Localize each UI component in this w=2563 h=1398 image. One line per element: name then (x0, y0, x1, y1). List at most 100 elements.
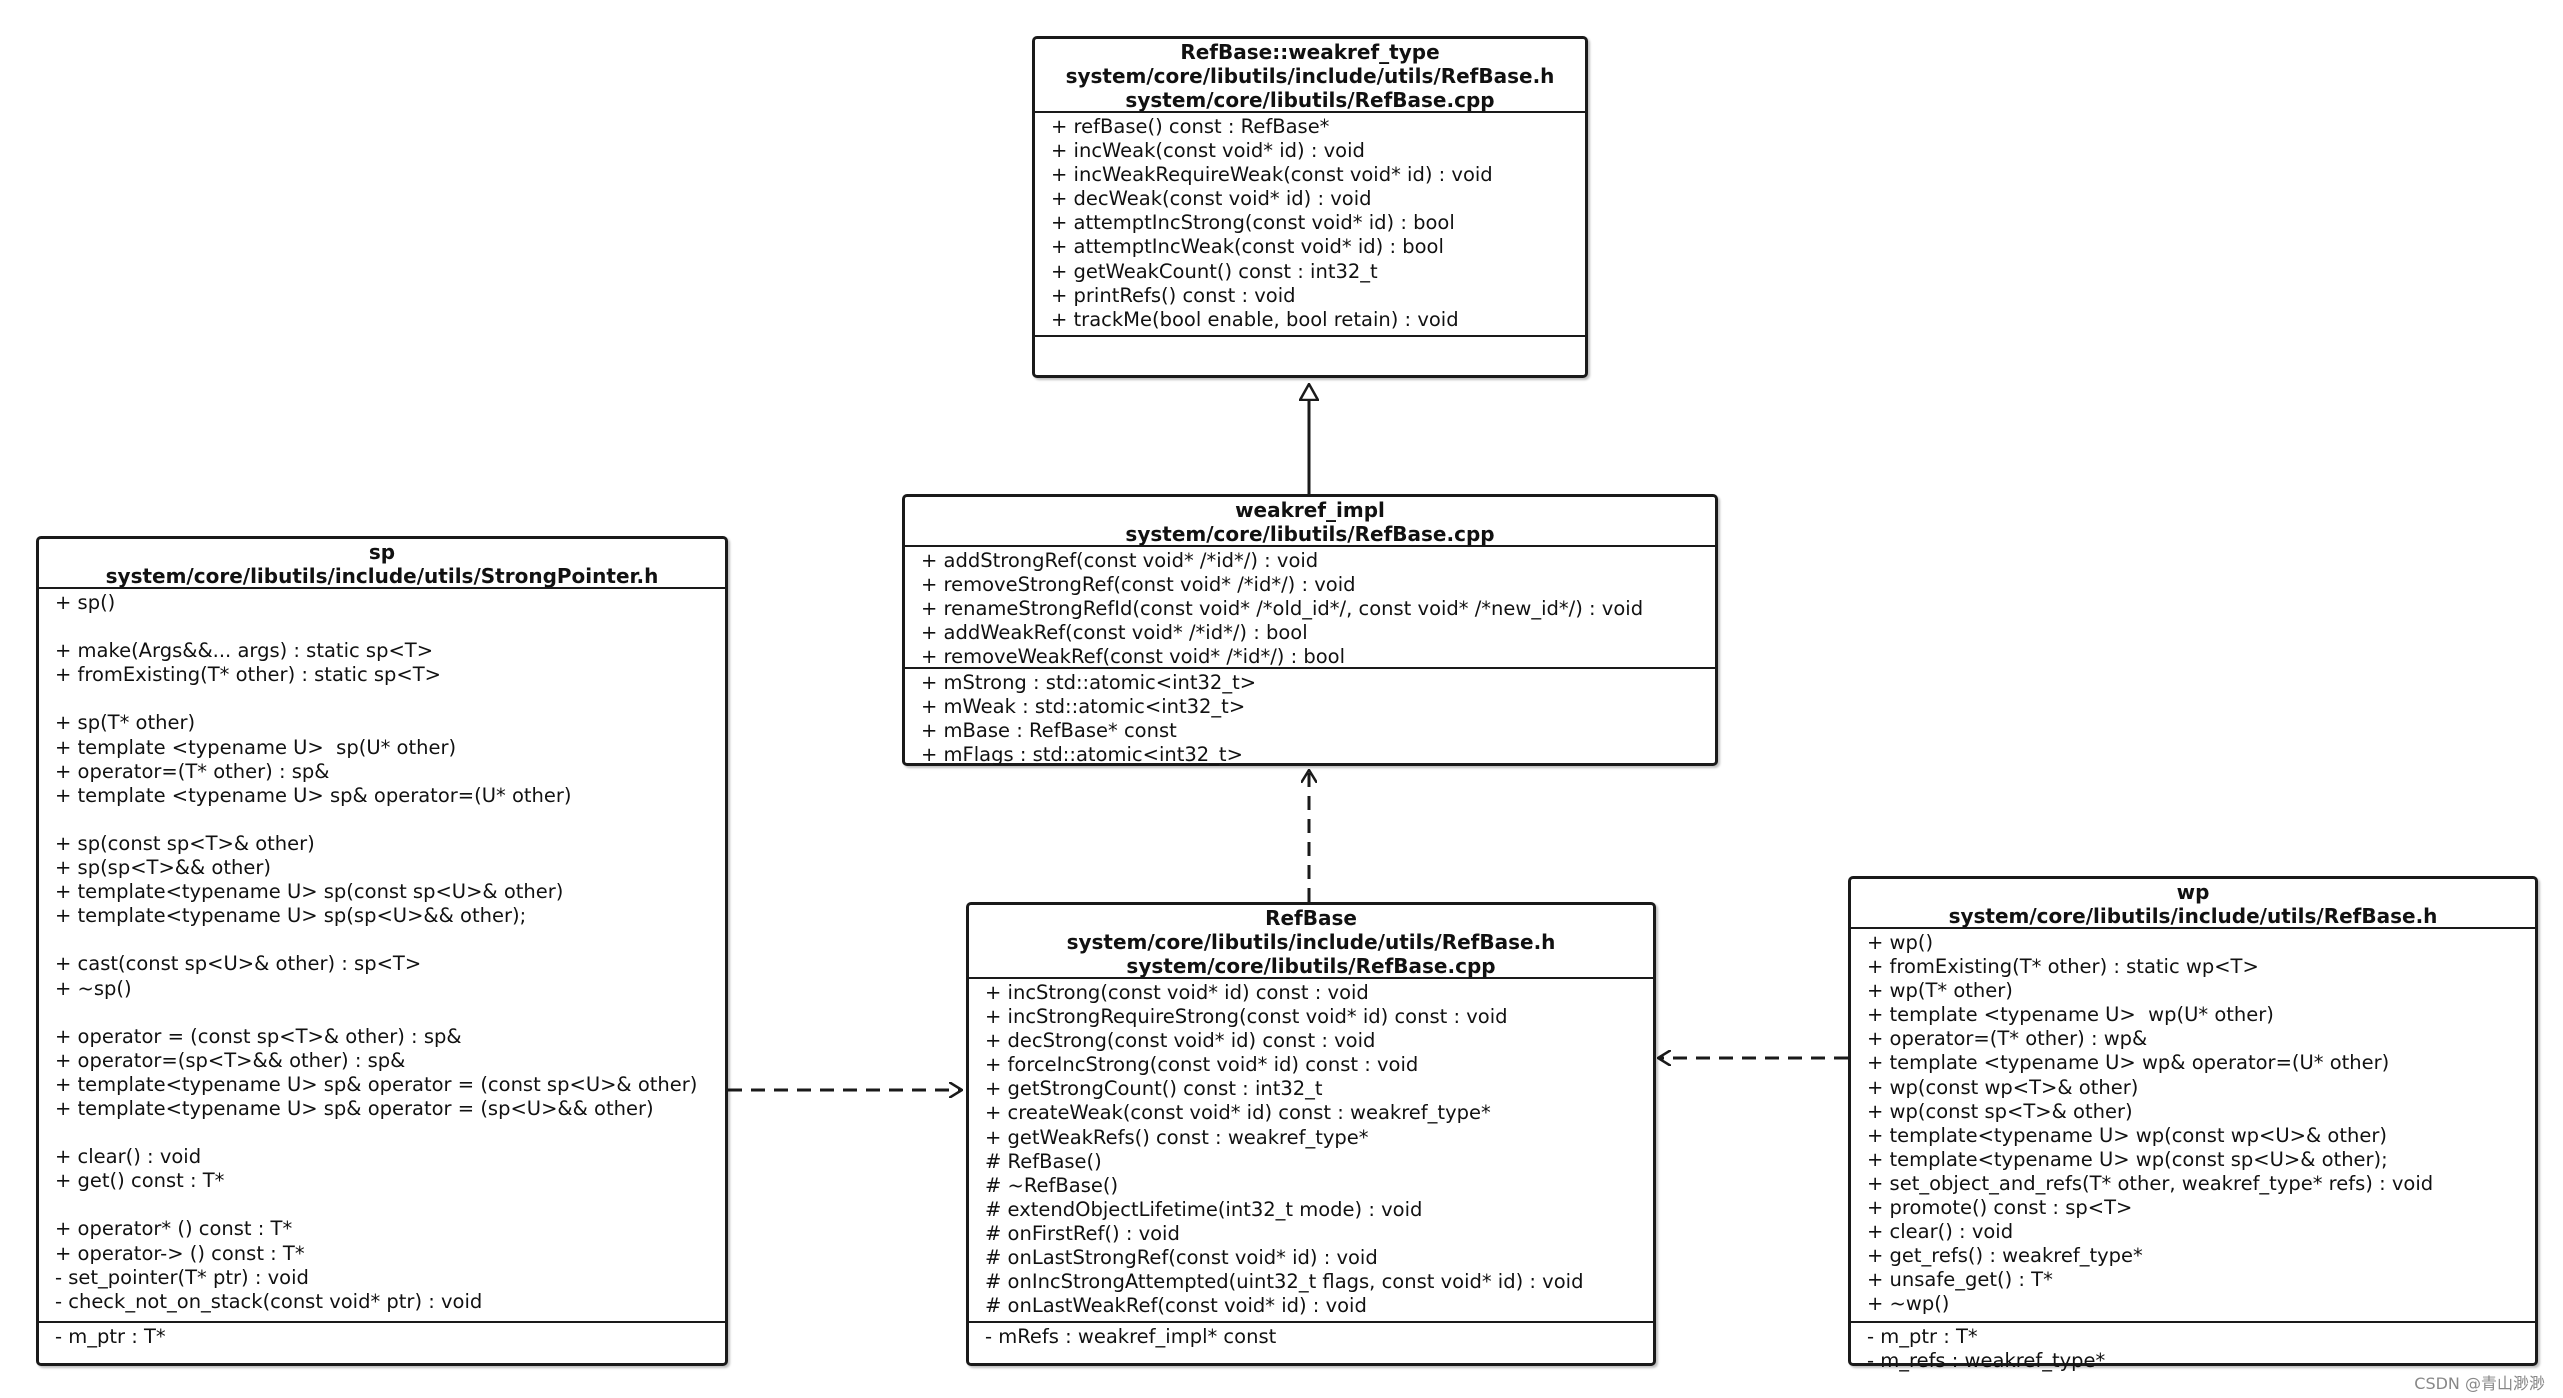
watermark: CSDN @青山渺渺 (2414, 1374, 2545, 1393)
attribute-item: + mStrong : std::atomic<int32_t> (921, 671, 1257, 694)
method-item: + operator=(T* other) : sp& (55, 759, 330, 783)
method-item: + createWeak(const void* id) const : wea… (985, 1101, 1491, 1125)
class-header: sp system/core/libutils/include/utils/St… (39, 539, 725, 589)
method-item: + sp(T* other) (55, 711, 196, 735)
method-item: - check_not_on_stack(const void* ptr) : … (55, 1289, 483, 1313)
method-item: # ~RefBase() (985, 1173, 1119, 1197)
class-name: wp (2176, 880, 2210, 904)
method-item: + operator=(sp<T>&& other) : sp& (55, 1048, 406, 1072)
method-item: + fromExisting(T* other) : static sp<T> (55, 663, 442, 687)
class-header: RefBase system/core/libutils/include/uti… (969, 905, 1653, 979)
class-sp: sp system/core/libutils/include/utils/St… (36, 536, 728, 1366)
method-item: + incWeak(const void* id) : void (1051, 139, 1365, 163)
method-item: # onLastStrongRef(const void* id) : void (985, 1246, 1378, 1270)
method-item: + wp(const sp<T>& other) (1867, 1099, 2133, 1123)
method-item: + ~sp() (55, 976, 132, 1000)
attributes-section: - m_ptr : T* (39, 1321, 725, 1349)
method-item: + incStrongRequireStrong(const void* id)… (985, 1005, 1508, 1029)
method-item: + addWeakRef(const void* /*id*/) : bool (921, 621, 1308, 645)
class-header: wp system/core/libutils/include/utils/Re… (1851, 879, 2535, 929)
method-item: + ~wp() (1867, 1292, 1950, 1316)
class-file: system/core/libutils/RefBase.cpp (1125, 88, 1495, 112)
method-item: + promote() const : sp<T> (1867, 1196, 2133, 1220)
class-file: system/core/libutils/include/utils/Stron… (105, 564, 659, 588)
method-item: + getStrongCount() const : int32_t (985, 1077, 1323, 1101)
method-item: + removeWeakRef(const void* /*id*/) : bo… (921, 645, 1346, 669)
attribute-item: - m_refs : weakref_type* (1867, 1349, 2106, 1373)
method-item: + operator-> () const : T* (55, 1241, 305, 1265)
method-item: + wp(const wp<T>& other) (1867, 1075, 2139, 1099)
class-header: weakref_impl system/core/libutils/RefBas… (905, 497, 1715, 547)
method-item: + fromExisting(T* other) : static wp<T> (1867, 955, 2259, 979)
method-item: + decStrong(const void* id) const : void (985, 1029, 1376, 1053)
method-item (55, 687, 715, 711)
methods-section: + sp()+ make(Args&&... args) : static sp… (39, 589, 725, 1321)
method-item: + renameStrongRefId(const void* /*old_id… (921, 597, 1644, 621)
method-item (55, 808, 715, 832)
attribute-item: + mBase : RefBase* const (921, 719, 1177, 743)
method-item: + wp() (1867, 931, 1934, 954)
attributes-section (1035, 335, 1585, 375)
class-weakref-impl: weakref_impl system/core/libutils/RefBas… (902, 494, 1718, 766)
method-item: # extendObjectLifetime(int32_t mode) : v… (985, 1197, 1423, 1221)
methods-section: + incStrong(const void* id) const : void… (969, 979, 1653, 1321)
methods-section: + refBase() const : RefBase*+ incWeak(co… (1035, 113, 1585, 335)
method-item: + template <typename U> sp& operator=(U*… (55, 783, 572, 807)
class-file: system/core/libutils/include/utils/RefBa… (1066, 930, 1556, 954)
method-item: + template<typename U> wp(const sp<U>& o… (1867, 1147, 2388, 1171)
class-refbase: RefBase system/core/libutils/include/uti… (966, 902, 1656, 1366)
method-item: + decWeak(const void* id) : void (1051, 187, 1372, 211)
method-item: + template<typename U> wp(const wp<U>& o… (1867, 1123, 2387, 1147)
attributes-section: - mRefs : weakref_impl* const (969, 1321, 1653, 1349)
method-item: + template <typename U> wp(U* other) (1867, 1003, 2274, 1027)
method-item: + make(Args&&... args) : static sp<T> (55, 639, 434, 663)
method-item: + getWeakRefs() const : weakref_type* (985, 1125, 1369, 1149)
method-item: + operator* () const : T* (55, 1217, 293, 1241)
method-item: # onLastWeakRef(const void* id) : void (985, 1294, 1367, 1318)
method-item: # RefBase() (985, 1149, 1102, 1173)
attribute-item: - mRefs : weakref_impl* const (985, 1325, 1277, 1348)
class-file: system/core/libutils/RefBase.cpp (1125, 522, 1495, 546)
methods-section: + addStrongRef(const void* /*id*/) : voi… (905, 547, 1715, 669)
attributes-section: - m_ptr : T*- m_refs : weakref_type* (1851, 1321, 2535, 1373)
method-item: + template<typename U> sp(const sp<U>& o… (55, 880, 564, 904)
method-item: + get_refs() : weakref_type* (1867, 1244, 2143, 1268)
method-item: + getWeakCount() const : int32_t (1051, 259, 1378, 283)
method-item: + operator = (const sp<T>& other) : sp& (55, 1024, 462, 1048)
method-item: + sp(sp<T>&& other) (55, 856, 271, 880)
method-item (55, 928, 715, 952)
class-name: RefBase::weakref_type (1180, 40, 1440, 64)
method-item (55, 1001, 715, 1025)
attribute-item: + mWeak : std::atomic<int32_t> (921, 695, 1246, 719)
method-item: + incStrong(const void* id) const : void (985, 981, 1369, 1004)
attributes-section: + mStrong : std::atomic<int32_t>+ mWeak … (905, 667, 1715, 767)
method-item: + operator=(T* other) : wp& (1867, 1027, 2148, 1051)
class-file: system/core/libutils/include/utils/RefBa… (1065, 64, 1555, 88)
class-name: sp (368, 540, 396, 564)
method-item: + removeStrongRef(const void* /*id*/) : … (921, 573, 1356, 597)
attribute-item: + mFlags : std::atomic<int32_t> (921, 743, 1243, 767)
method-item: + template <typename U> sp(U* other) (55, 735, 457, 759)
method-item (55, 1121, 715, 1145)
method-item: + set_object_and_refs(T* other, weakref_… (1867, 1171, 2434, 1195)
method-item: + get() const : T* (55, 1169, 225, 1193)
method-item: + refBase() const : RefBase* (1051, 115, 1330, 138)
method-item: + template <typename U> wp& operator=(U*… (1867, 1051, 2390, 1075)
method-item (55, 1193, 715, 1217)
class-file: system/core/libutils/include/utils/RefBa… (1948, 904, 2438, 928)
method-item: # onIncStrongAttempted(uint32_t flags, c… (985, 1270, 1584, 1294)
attribute-item: - m_ptr : T* (1867, 1325, 1978, 1348)
method-item: + unsafe_get() : T* (1867, 1268, 2053, 1292)
method-item: - set_pointer(T* ptr) : void (55, 1265, 309, 1289)
method-item: + template<typename U> sp& operator = (c… (55, 1072, 698, 1096)
method-item: + clear() : void (55, 1145, 202, 1169)
method-item: + addStrongRef(const void* /*id*/) : voi… (921, 549, 1319, 572)
class-file: system/core/libutils/RefBase.cpp (1126, 954, 1496, 978)
method-item: + template<typename U> sp& operator = (s… (55, 1096, 654, 1120)
class-name: RefBase (1265, 906, 1357, 930)
class-weakref-type: RefBase::weakref_type system/core/libuti… (1032, 36, 1588, 378)
method-item: + incWeakRequireWeak(const void* id) : v… (1051, 163, 1493, 187)
method-item: + trackMe(bool enable, bool retain) : vo… (1051, 307, 1459, 331)
method-item: + clear() : void (1867, 1220, 2014, 1244)
method-item: + template<typename U> sp(sp<U>&& other)… (55, 904, 527, 928)
